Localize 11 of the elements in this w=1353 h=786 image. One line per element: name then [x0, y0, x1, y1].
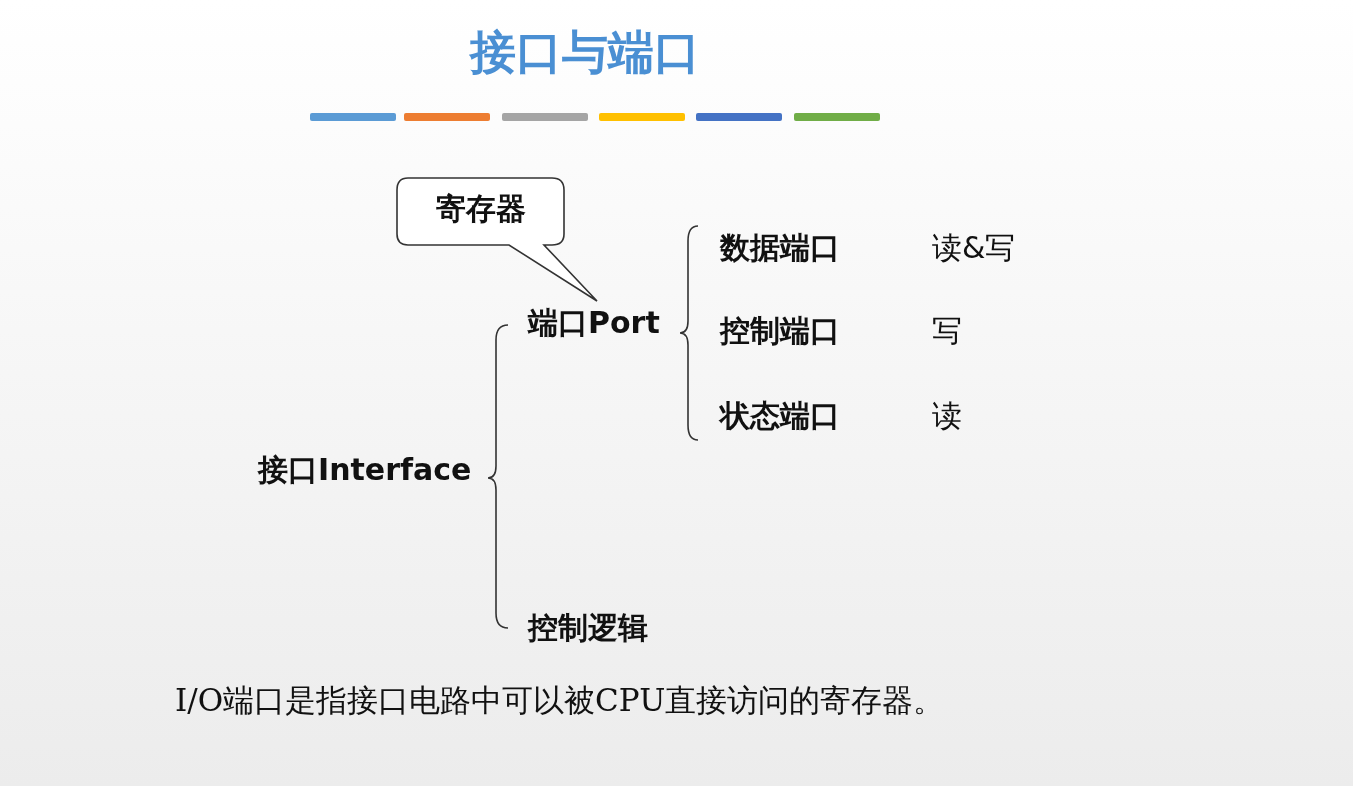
port-item: 控制端口 — [720, 313, 840, 349]
port-item: 状态端口 — [720, 398, 840, 434]
port-item: 数据端口 — [720, 230, 840, 266]
branch-label: 控制逻辑 — [528, 610, 648, 646]
root-label: 接口Interface — [258, 452, 472, 488]
access-mode: 读&写 — [932, 230, 1016, 266]
caption: I/O端口是指接口电路中可以被CPU直接访问的寄存器。 — [175, 681, 945, 720]
title: 接口与端口 — [468, 24, 701, 81]
port-label: 端口Port — [528, 305, 660, 341]
access-mode: 写 — [932, 313, 962, 349]
access-mode: 读 — [932, 398, 962, 434]
